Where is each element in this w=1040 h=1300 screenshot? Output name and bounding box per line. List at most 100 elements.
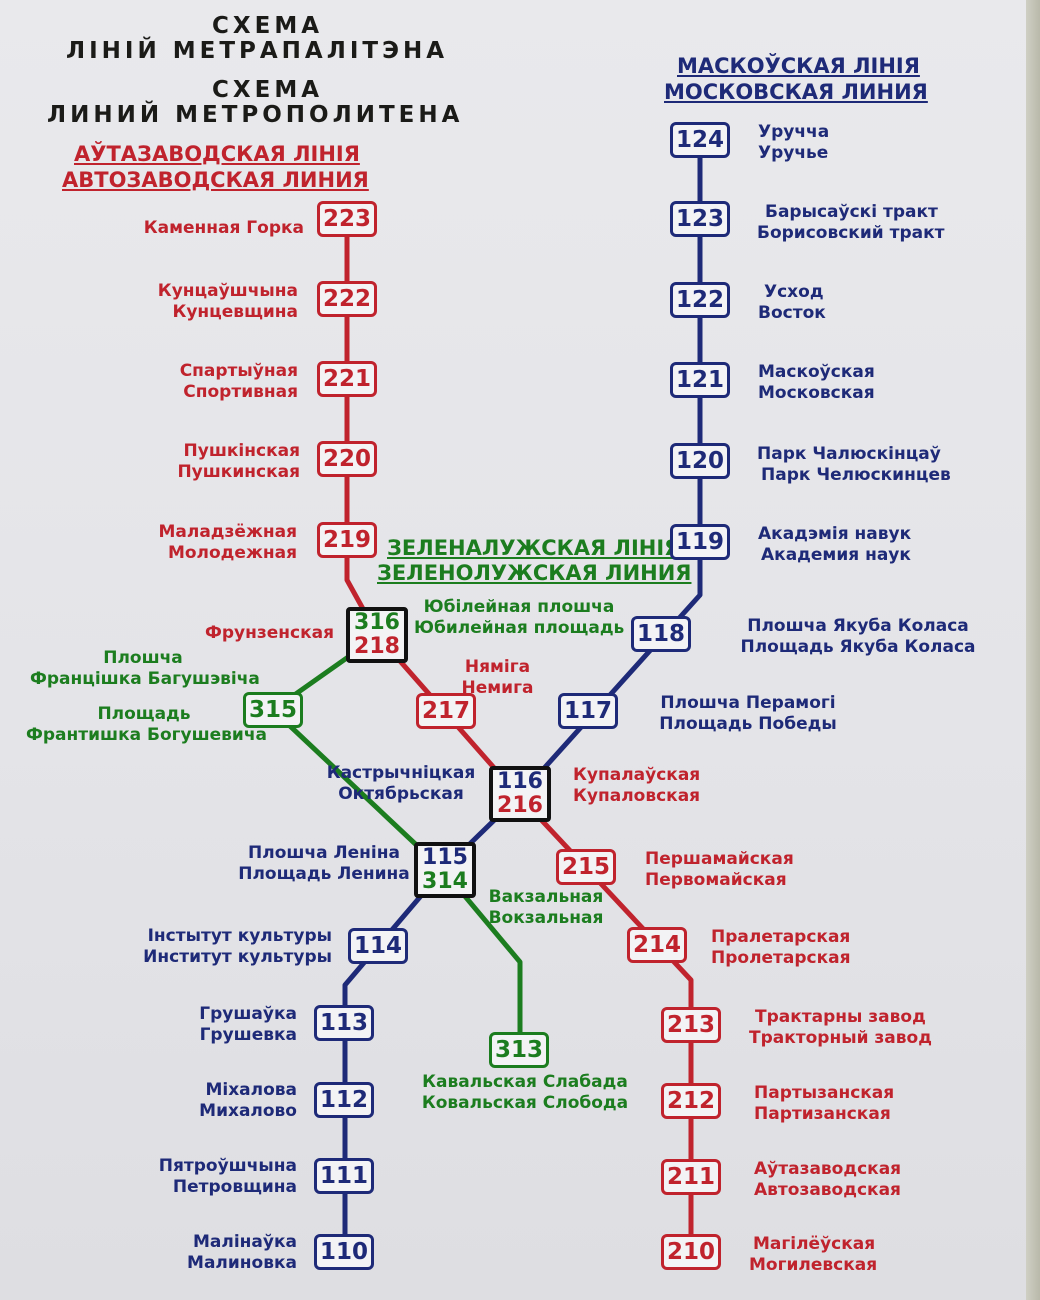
station-name-ru: Михалово [199, 1101, 297, 1121]
station-name-be: Пралетарская [711, 927, 851, 947]
green-line-title-be: ЗЕЛЕНАЛУЖСКАЯ ЛІНІЯ [387, 536, 681, 560]
station-name-ru: Тракторный завод [749, 1028, 932, 1048]
station-box-315[interactable]: 315 [243, 692, 303, 728]
station-name-ru: Партизанская [754, 1104, 891, 1124]
station-box-121[interactable]: 121 [670, 362, 730, 398]
station-name-ru: Юбилейная площадь [414, 618, 625, 638]
station-box-122[interactable]: 122 [670, 282, 730, 318]
transfer-ploshchad-lenina[interactable]: 115 314 [414, 842, 476, 898]
station-box-213[interactable]: 213 [661, 1007, 721, 1043]
station-name-be: Вакзальная [488, 887, 604, 907]
station-box-118[interactable]: 118 [631, 616, 691, 652]
station-name-be: Спартыўная [179, 361, 298, 381]
station-box-214[interactable]: 214 [627, 927, 687, 963]
station-box-114[interactable]: 114 [348, 928, 408, 964]
station-box-221[interactable]: 221 [317, 361, 377, 397]
station-name-be: Пятроўшчына [158, 1156, 297, 1176]
station-name-be: Міхалова [205, 1080, 297, 1100]
station-box-219[interactable]: 219 [317, 522, 377, 558]
station-name-ru: Площадь Якуба Коласа [740, 637, 976, 657]
station-name-ru: Грушевка [199, 1025, 297, 1045]
station-name-be: Аўтазаводская [754, 1159, 902, 1179]
station-name-ru: Спортивная [183, 382, 298, 402]
station-name-be: Малінаўка [193, 1232, 297, 1252]
station-name-ru: Пролетарская [711, 948, 851, 968]
blue-line-title-be: МАСКОЎСКАЯ ЛІНІЯ [677, 54, 920, 78]
station-name-ru: Московская [758, 383, 875, 403]
red-line-title-be: АЎТАЗАВОДСКАЯ ЛІНІЯ [74, 142, 360, 166]
station-name-ru: Автозаводская [754, 1180, 901, 1200]
station-box-117[interactable]: 117 [558, 693, 618, 729]
station-name-ru: Октябрьская [338, 784, 464, 804]
station-box-211[interactable]: 211 [661, 1159, 721, 1195]
station-name-be: Першамайская [645, 849, 794, 869]
station-name-be: Плошча Перамогі [660, 693, 836, 713]
station-name-be: Парк Чалюскінцаў [757, 444, 941, 464]
station-box-220[interactable]: 220 [317, 441, 377, 477]
station-box-217[interactable]: 217 [416, 693, 476, 729]
station-box-212[interactable]: 212 [661, 1083, 721, 1119]
station-box-223[interactable]: 223 [317, 201, 377, 237]
station-name-be: Інстытут культуры [147, 926, 332, 946]
station-name-ru-1: Площадь [97, 704, 191, 724]
title-ru-1: СХЕМА [212, 77, 324, 103]
station-name-be: Грушаўка [199, 1004, 297, 1024]
station-name-be: Кунцаўшчына [157, 281, 298, 301]
transfer-code-bottom: 314 [422, 869, 468, 894]
station-box-119[interactable]: 119 [670, 524, 730, 560]
station-name-be: Магілёўская [753, 1234, 876, 1254]
station-name-be-1: Плошча [103, 648, 183, 668]
transfer-code-top: 316 [354, 610, 400, 635]
transfer-frunzenskaya-jubileinaya[interactable]: 316 218 [346, 607, 408, 663]
station-name-ru: Уручье [758, 143, 829, 163]
station-name-be: Юбілейная плошча [423, 597, 615, 617]
station-name-ru: Восток [758, 303, 826, 323]
transfer-kupalovskaya[interactable]: 116 216 [489, 766, 551, 822]
station-box-111[interactable]: 111 [314, 1158, 374, 1194]
station-name-ru: Первомайская [645, 870, 787, 890]
station-box-210[interactable]: 210 [661, 1234, 721, 1270]
station-box-124[interactable]: 124 [670, 122, 730, 158]
station-box-123[interactable]: 123 [670, 201, 730, 237]
station-box-222[interactable]: 222 [317, 281, 377, 317]
station-box-120[interactable]: 120 [670, 443, 730, 479]
paper-edge [1026, 0, 1040, 1300]
station-name-be: Купалаўская [573, 765, 701, 785]
station-box-110[interactable]: 110 [314, 1234, 374, 1270]
station-name-ru: Площадь Победы [659, 714, 837, 734]
red-line-title-ru: АВТОЗАВОДСКАЯ ЛИНИЯ [62, 168, 369, 192]
station-name-ru: Институт культуры [143, 947, 332, 967]
station-label-frunzenskaya: Фрунзенская [205, 623, 335, 643]
station-name-be: Няміга [464, 657, 531, 677]
station-name-be: Акадэмія навук [758, 524, 912, 544]
station-name-ru: Молодежная [167, 543, 297, 563]
station-name-be: Уручча [758, 122, 830, 142]
station-box-112[interactable]: 112 [314, 1082, 374, 1118]
blue-line-title-ru: МОСКОВСКАЯ ЛИНИЯ [664, 80, 928, 104]
station-box-113[interactable]: 113 [314, 1005, 374, 1041]
station-box-313[interactable]: 313 [489, 1032, 549, 1068]
station-box-215[interactable]: 215 [556, 849, 616, 885]
